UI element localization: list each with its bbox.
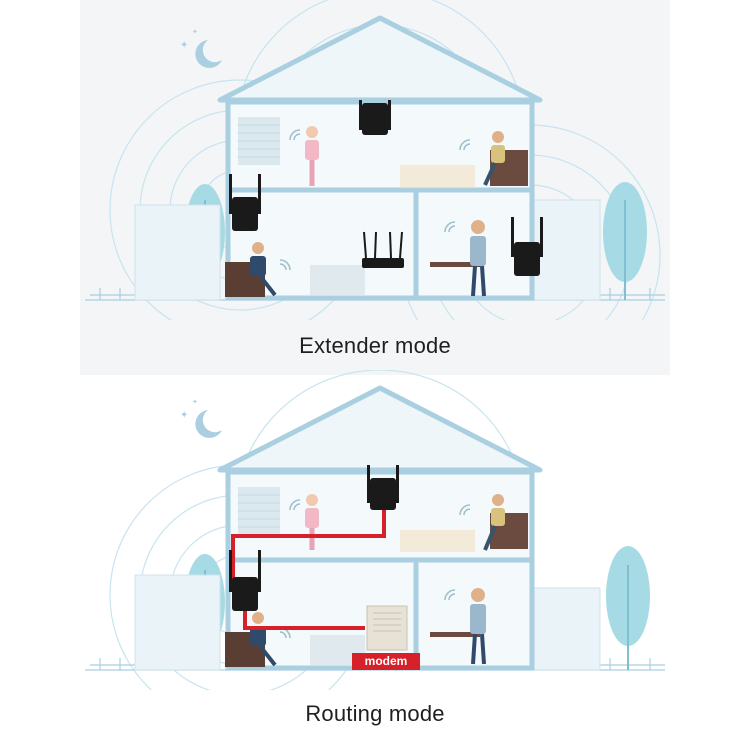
star-icon: ✦ [180, 410, 188, 421]
star-icon: ✦ [180, 40, 188, 51]
moon-icon [195, 410, 222, 438]
person-icon [470, 588, 486, 665]
diagram-caption: Extender mode [299, 333, 451, 358]
extender-icon [359, 100, 391, 135]
person-icon [250, 242, 277, 297]
star-icon: ✦ [192, 28, 198, 36]
person-icon [483, 131, 505, 186]
diagram-caption: Routing mode [305, 701, 445, 726]
tree-icon [606, 546, 650, 670]
person-icon [305, 126, 319, 186]
wifi-icon [279, 129, 471, 271]
person-icon [483, 494, 505, 551]
extender-mode-scene: ✦ ✦ [80, 0, 670, 320]
person-icon [470, 220, 486, 297]
star-icon: ✦ [192, 398, 198, 406]
tree-icon [603, 182, 647, 300]
person-icon [305, 494, 319, 550]
moon-icon [195, 40, 222, 68]
cable [231, 507, 386, 630]
person-icon [250, 612, 277, 667]
wifi-icon [279, 499, 471, 639]
extender-icon [229, 550, 261, 611]
extender-icon [511, 217, 543, 276]
extender-icon [367, 465, 399, 510]
router-icon [362, 231, 404, 268]
extender-icon [229, 174, 261, 231]
routing-mode-scene: ✦ ✦ [80, 370, 670, 690]
modem-label: modem [352, 653, 420, 670]
